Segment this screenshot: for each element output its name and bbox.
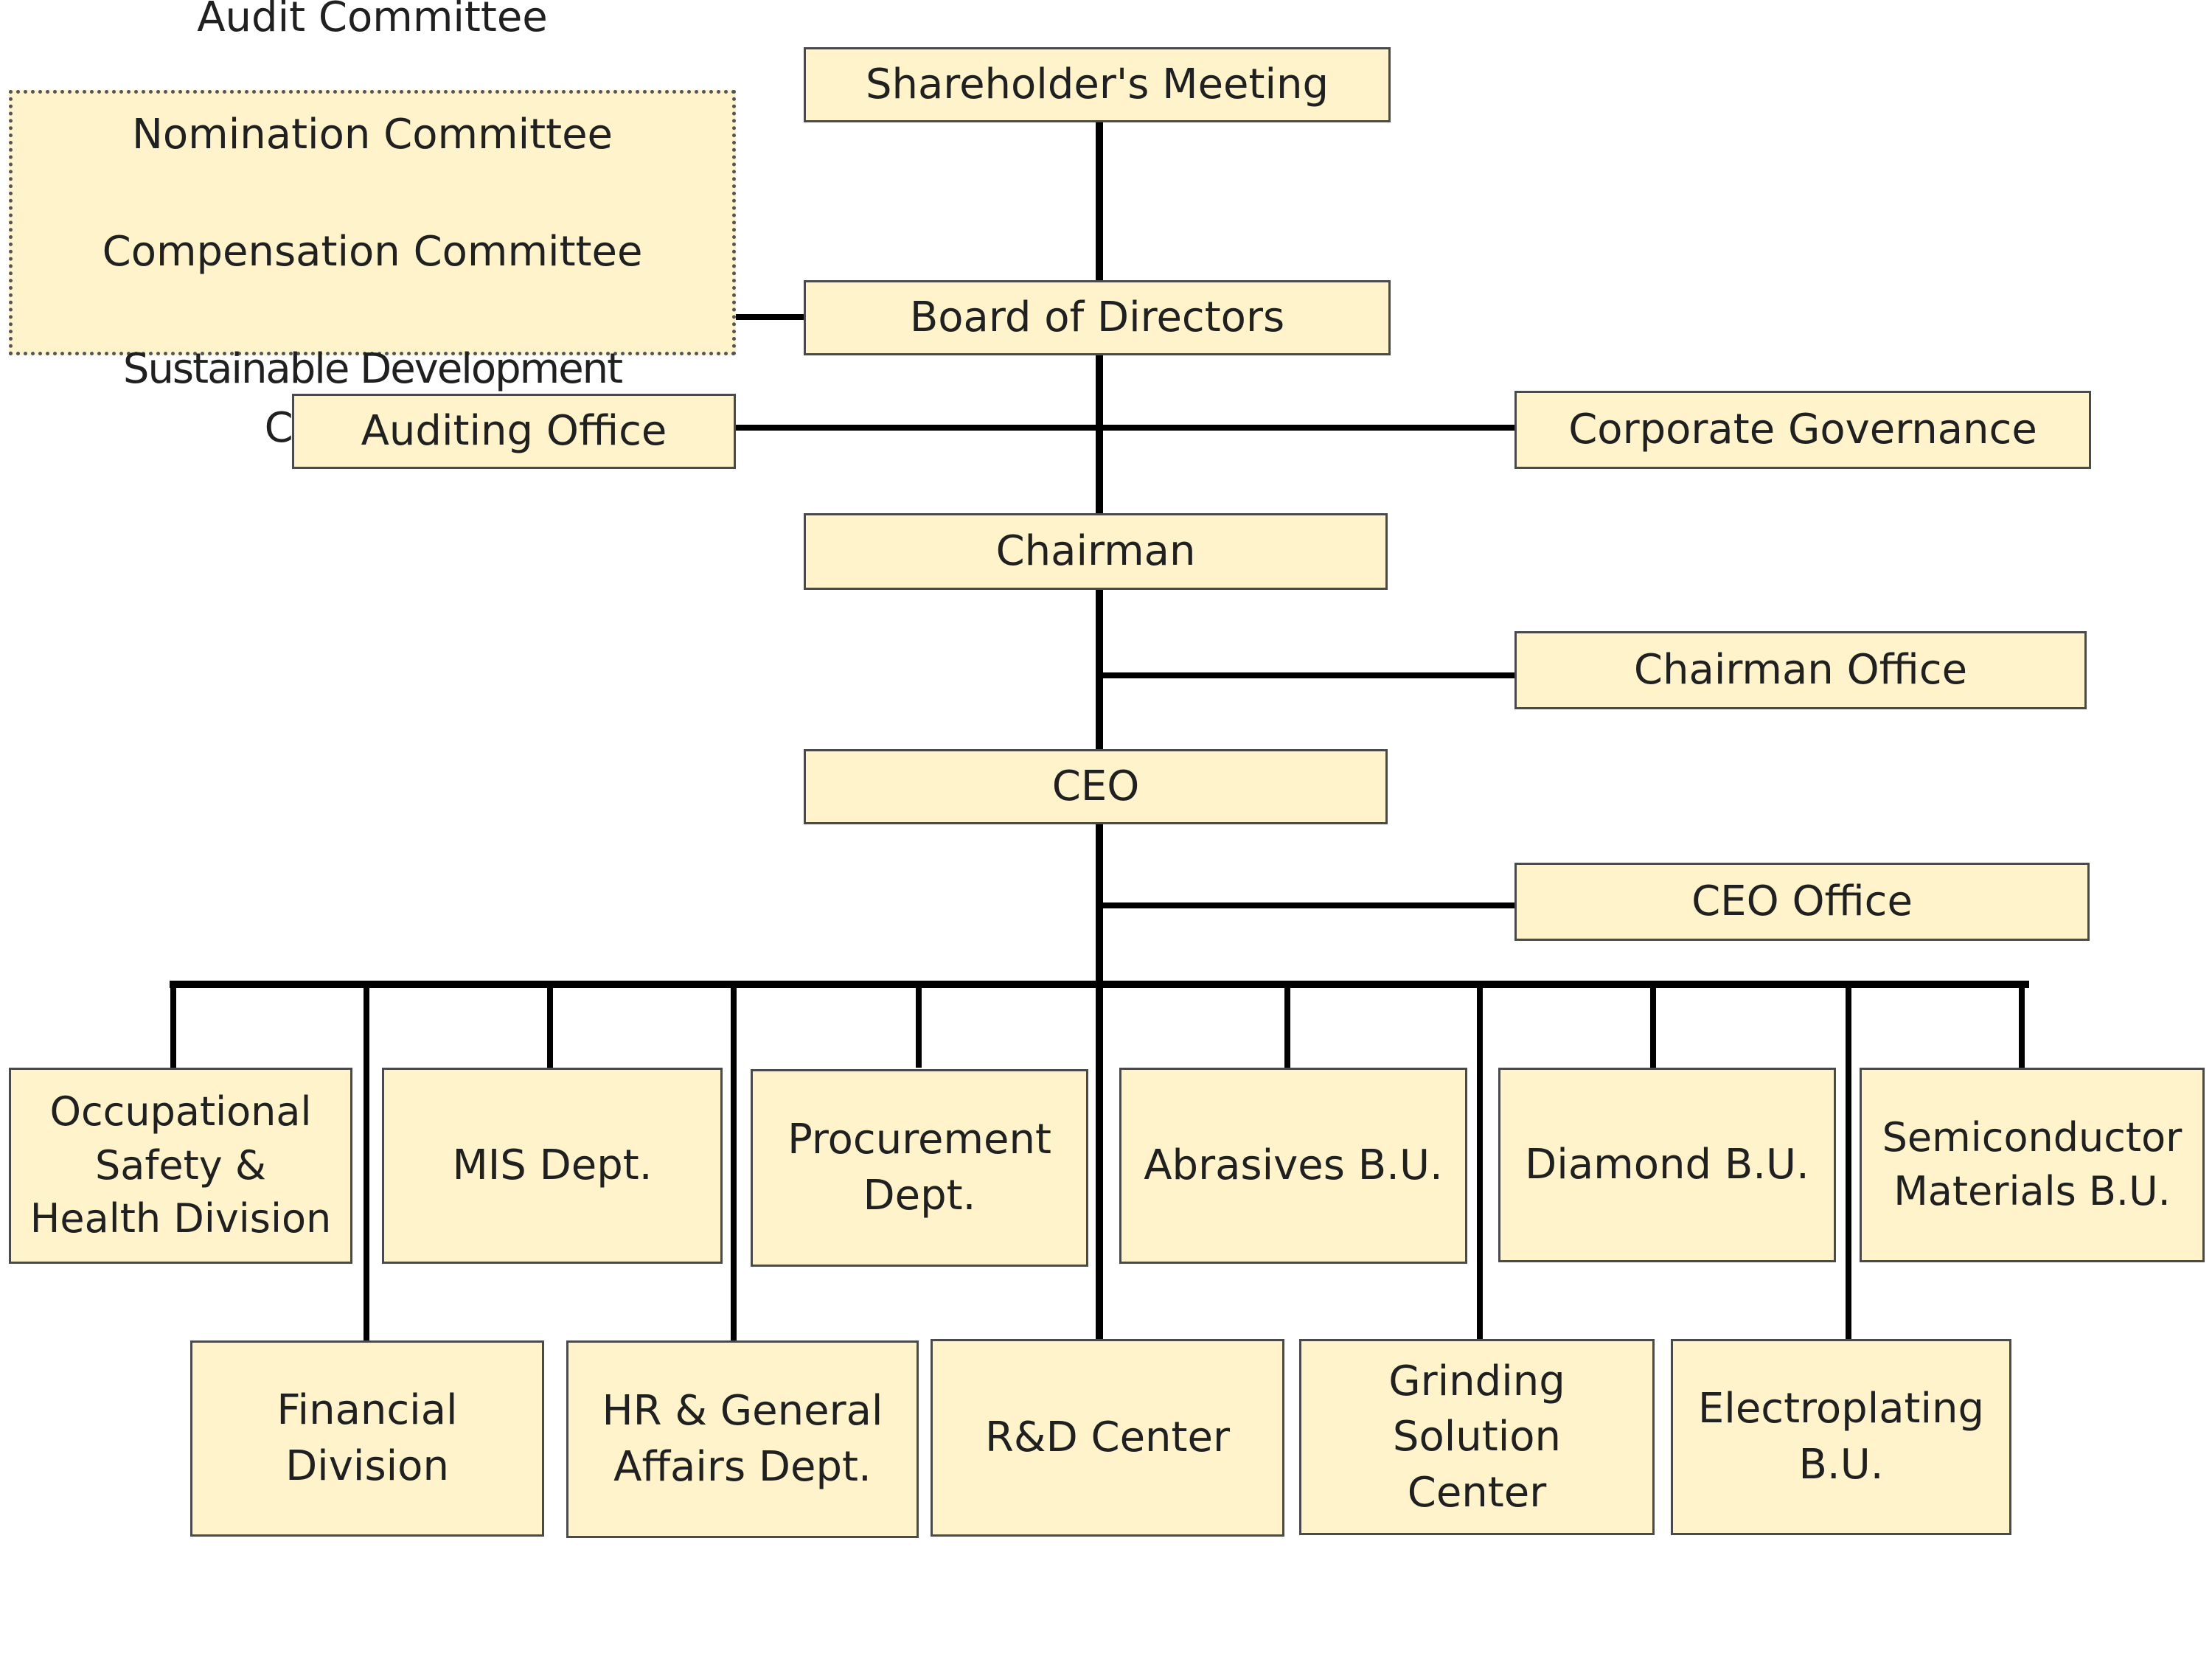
drop-grinding-solution (1477, 984, 1483, 1340)
occupational-safety-box: Occupational Safety & Health Division (9, 1068, 352, 1264)
nomination-committee: Nomination Committee (132, 110, 613, 159)
connector-spine (1096, 121, 1103, 1342)
connector-units-bus (170, 981, 2029, 988)
board-of-directors-box: Board of Directors (804, 280, 1391, 355)
shareholders-meeting-box: Shareholder's Meeting (804, 47, 1391, 122)
ceo-box: CEO (804, 749, 1388, 824)
chairman-office-box: Chairman Office (1514, 631, 2087, 709)
diamond-bu-box: Diamond B.U. (1498, 1068, 1836, 1262)
connector-offices (734, 425, 1517, 431)
auditing-office-box: Auditing Office (292, 394, 736, 469)
compensation-committee: Compensation Committee (102, 228, 643, 276)
drop-occupational-safety (170, 984, 176, 1068)
drop-semiconductor-bu (2019, 984, 2025, 1068)
committees-box: Audit Committee Nomination Committee Com… (9, 0, 736, 452)
financial-division-box: Financial Division (190, 1340, 544, 1537)
drop-hr-general-affairs (731, 984, 737, 1340)
connector-committees (734, 314, 805, 320)
drop-mis-dept (547, 984, 553, 1068)
procurement-dept-box: Procurement Dept. (751, 1069, 1088, 1267)
abrasives-bu-box: Abrasives B.U. (1119, 1068, 1467, 1264)
drop-abrasives-bu (1284, 984, 1290, 1068)
drop-diamond-bu (1650, 984, 1656, 1068)
drop-electroplating-bu (1846, 984, 1851, 1340)
grinding-solution-center-box: Grinding Solution Center (1299, 1339, 1655, 1535)
mis-dept-box: MIS Dept. (382, 1068, 723, 1264)
chairman-box: Chairman (804, 513, 1388, 590)
connector-chairman-office (1099, 672, 1517, 678)
hr-general-affairs-box: HR & General Affairs Dept. (566, 1340, 919, 1538)
drop-procurement-dept (916, 984, 922, 1068)
rd-center-box: R&D Center (931, 1339, 1284, 1537)
corporate-governance-box: Corporate Governance (1514, 391, 2091, 469)
drop-financial-division (364, 984, 369, 1340)
electroplating-bu-box: Electroplating B.U. (1671, 1339, 2011, 1535)
ceo-office-box: CEO Office (1514, 863, 2090, 941)
audit-committee: Audit Committee (197, 0, 548, 41)
semiconductor-bu-box: Semiconductor Materials B.U. (1860, 1068, 2205, 1262)
connector-ceo-office (1099, 902, 1517, 908)
